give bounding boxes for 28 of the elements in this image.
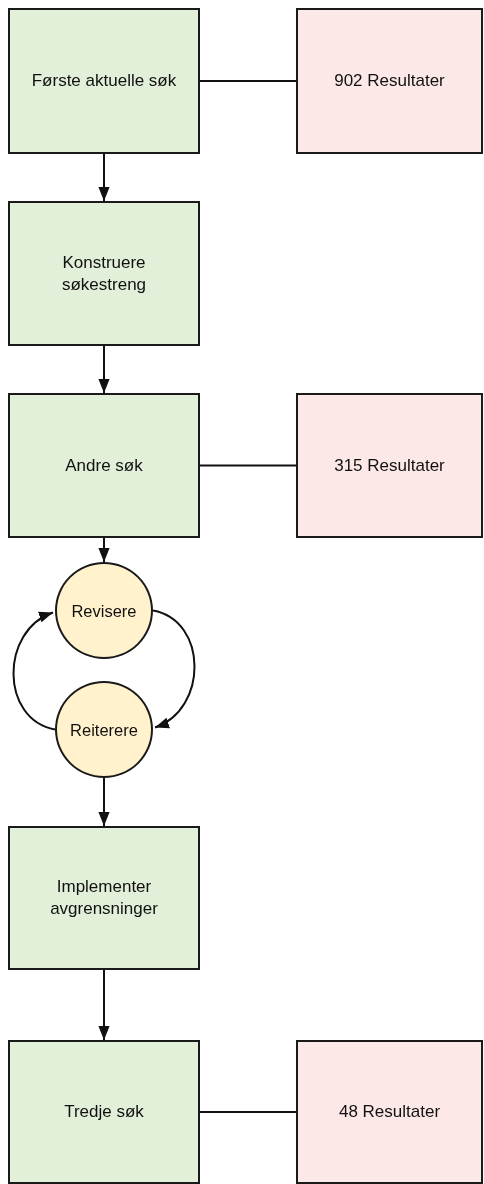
result-box (296, 8, 483, 154)
node-label: Revisere (71, 600, 137, 622)
result-box (296, 393, 483, 538)
node-label: Tredje søk (64, 1101, 144, 1123)
node-label: Andre søk (65, 454, 143, 477)
arrow (98, 345, 110, 394)
process-box (8, 201, 200, 346)
arrow (152, 609, 196, 729)
process-box (8, 393, 200, 538)
connector-line (199, 464, 297, 467)
node-label: 902 Resultater (334, 70, 445, 92)
arrow (98, 153, 110, 202)
process-box (8, 826, 200, 970)
arrow (98, 969, 110, 1041)
connector-line (199, 1111, 297, 1113)
node-label: Reiterere (70, 719, 138, 741)
node-label: 48 Resultater (338, 1101, 441, 1123)
arrow (98, 537, 110, 563)
node-label: 315 Resultater (334, 454, 445, 477)
arrow (12, 611, 56, 731)
connector-line (199, 80, 297, 82)
arrow (98, 777, 110, 827)
node-label: Første aktuelle søk (31, 70, 177, 92)
result-box (296, 1040, 483, 1184)
process-box (8, 1040, 200, 1184)
process-box (8, 8, 200, 154)
node-label: Implementer avgrensninger (49, 876, 159, 920)
node-label: Konstruere søkestreng (60, 251, 148, 296)
